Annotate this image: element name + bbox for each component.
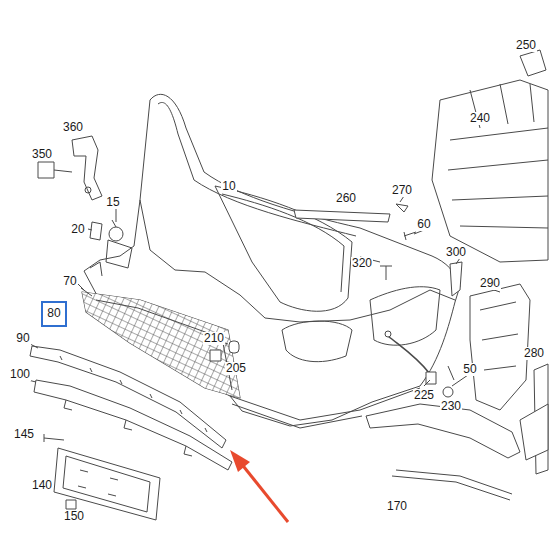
callout-number: 225 <box>413 389 435 402</box>
callout-number: 280 <box>523 347 545 360</box>
callout-number: 360 <box>62 121 84 134</box>
callout-number: 350 <box>31 148 53 161</box>
callout-number: 300 <box>445 246 467 259</box>
callout-number: 290 <box>479 277 501 290</box>
callout-number: 50 <box>462 363 477 376</box>
red-arrow <box>230 450 288 522</box>
callout-number: 100 <box>9 368 31 381</box>
callout-number: 240 <box>469 112 491 125</box>
callout-number: 260 <box>335 192 357 205</box>
callout-number: 250 <box>515 39 537 52</box>
callout-number: 90 <box>15 332 30 345</box>
callout-number: 20 <box>70 223 85 236</box>
callout-number: 270 <box>391 184 413 197</box>
callout-number: 15 <box>105 196 120 209</box>
callout-number: 230 <box>440 400 462 413</box>
callout-number: 140 <box>31 479 53 492</box>
callout-number: 60 <box>416 218 431 231</box>
callout-number: 70 <box>62 275 77 288</box>
callout-number: 205 <box>225 362 247 375</box>
highlight-box: 80 <box>41 301 67 327</box>
callout-number: 10 <box>221 180 236 193</box>
callout-number: 170 <box>386 500 408 513</box>
callout-number: 80 <box>43 307 65 320</box>
callout-number: 320 <box>351 257 373 270</box>
callout-number: 210 <box>203 332 225 345</box>
callout-number: 150 <box>63 510 85 523</box>
callout-number: 145 <box>13 428 35 441</box>
